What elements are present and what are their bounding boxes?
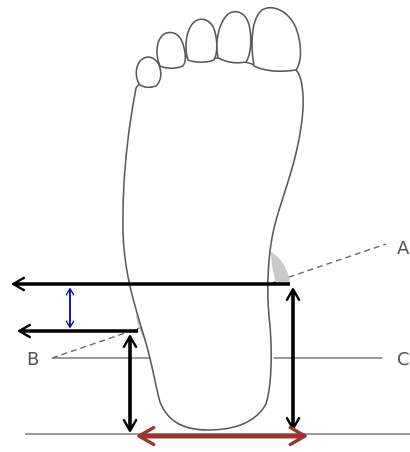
toe-3 [186, 19, 217, 62]
label-a: A [397, 238, 410, 259]
label-c: C [397, 349, 410, 370]
foot-sole-outline [123, 57, 303, 430]
shaded-region-right [271, 252, 290, 284]
toe-5 [136, 57, 161, 87]
toe-2 [217, 12, 251, 63]
toe-1 [252, 8, 300, 71]
label-b: B [27, 349, 39, 370]
toe-4 [157, 32, 185, 68]
